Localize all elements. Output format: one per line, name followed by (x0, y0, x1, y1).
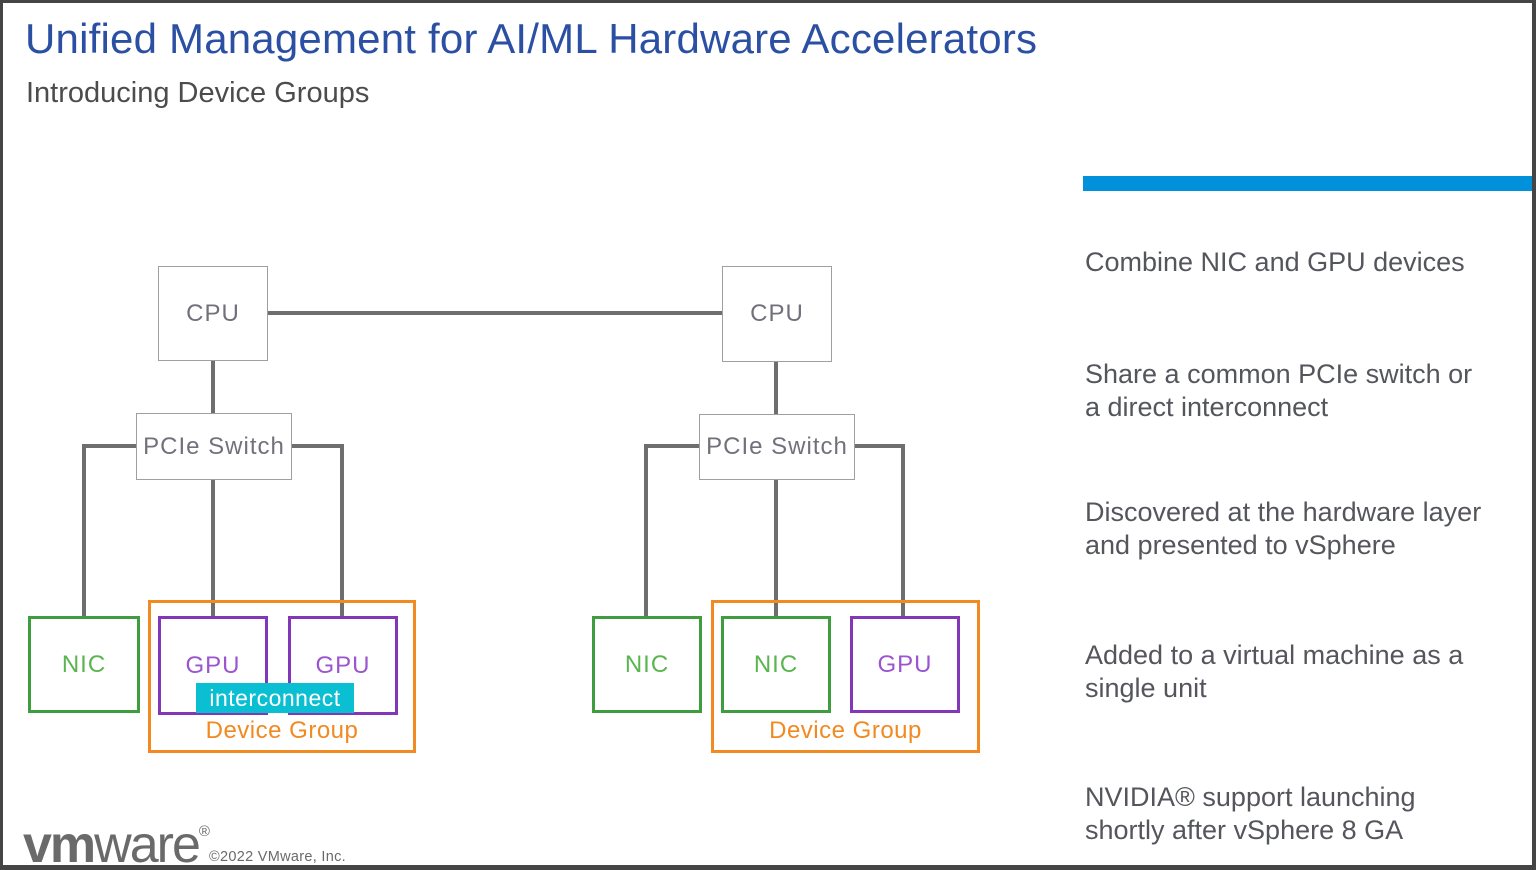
cpu-node-right: CPU (722, 266, 832, 362)
pcie-switch-node-right: PCIe Switch (699, 414, 855, 480)
gpu-node-right: GPU (850, 616, 960, 713)
device-group-right: Device Group (711, 600, 980, 753)
pcie-switch-right-label: PCIe Switch (706, 433, 848, 460)
bullet-nvidia-support: NVIDIA® support launching shortly after … (1085, 782, 1416, 845)
pcie-switch-node-left: PCIe Switch (136, 413, 292, 480)
connector-pcie2-right-h (855, 444, 905, 448)
nic-left-standalone-label: NIC (61, 650, 107, 678)
bullet-discovered-hardware: Discovered at the hardware layer and pre… (1085, 497, 1482, 560)
device-group-left-label: Device Group (205, 717, 359, 744)
copyright-text: ©2022 VMware, Inc. (209, 849, 346, 865)
interconnect-badge: interconnect (196, 683, 354, 713)
nic-node-left-standalone: NIC (28, 616, 140, 713)
page-subtitle: Introducing Device Groups (26, 77, 370, 109)
connector-pcie1-right-h (292, 444, 344, 448)
gpu-right-label: GPU (877, 650, 933, 678)
vmware-logo-vm: vm (23, 816, 96, 870)
connector-pcie1-to-gpu1 (211, 479, 215, 619)
accent-bar (1083, 176, 1532, 191)
interconnect-label: interconnect (209, 684, 341, 711)
nic-node-right-standalone: NIC (592, 616, 702, 713)
nic-right-grouped-label: NIC (753, 650, 799, 678)
device-group-left: Device Group (148, 600, 416, 753)
bullet-share-pcie-switch: Share a common PCIe switch or a direct i… (1085, 359, 1473, 422)
connector-pcie2-to-gpu3 (901, 444, 905, 619)
cpu-node-left-label: CPU (186, 299, 240, 327)
connector-pcie1-to-gpu2 (340, 444, 344, 619)
connector-pcie2-left-h (644, 444, 699, 448)
connector-pcie1-to-nic1 (82, 444, 86, 619)
vmware-logo: vmware® (23, 816, 210, 870)
connector-pcie1-left-h (82, 444, 136, 448)
connector-cpu2-to-pcie2 (774, 361, 778, 415)
vmware-logo-ware: ware (94, 816, 201, 870)
page-title: Unified Management for AI/ML Hardware Ac… (25, 15, 1038, 62)
connector-pcie2-to-nic2 (644, 444, 648, 619)
gpu-left-1-label: GPU (185, 651, 241, 679)
connector-pcie2-to-nic3 (774, 479, 778, 619)
bullet-combine-devices: Combine NIC and GPU devices (1085, 247, 1465, 277)
gpu-node-left-2: GPU (288, 616, 398, 715)
pcie-switch-left-label: PCIe Switch (143, 432, 285, 460)
connector-cpu1-to-pcie1 (211, 360, 215, 414)
device-group-right-label: Device Group (769, 717, 922, 744)
bullet-added-to-vm: Added to a virtual machine as a single u… (1085, 640, 1464, 703)
nic-node-right-grouped: NIC (721, 616, 831, 713)
nic-right-standalone-label: NIC (624, 650, 670, 678)
gpu-left-2-label: GPU (315, 651, 371, 679)
registered-mark-icon: ® (198, 823, 210, 840)
cpu-node-left: CPU (158, 266, 268, 361)
connector-cpu-to-cpu (268, 311, 722, 315)
cpu-node-right-label: CPU (750, 300, 804, 327)
